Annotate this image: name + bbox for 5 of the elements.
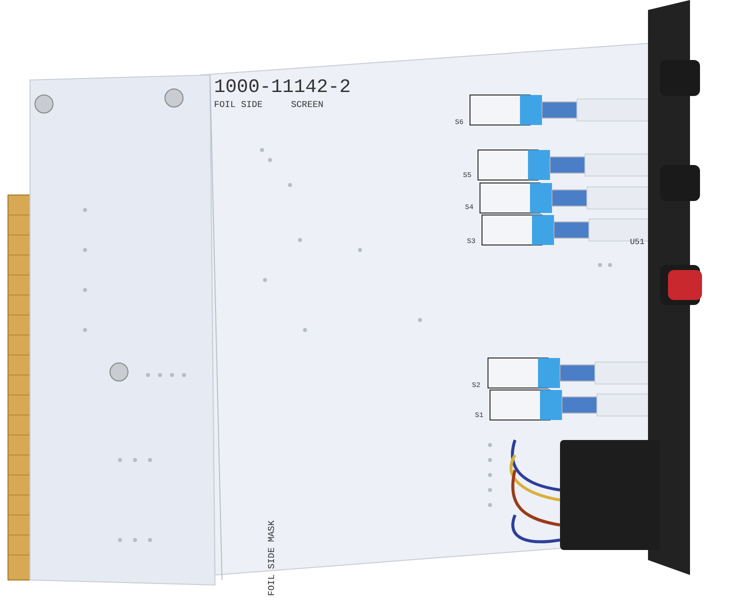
board-marking: SCREEN	[291, 101, 324, 110]
part-number: 1000-11142-2	[214, 78, 351, 97]
board-marking: FOIL SIDE	[214, 101, 263, 110]
component-designator: U51	[630, 239, 644, 247]
board-marking: FOIL SIDE MASK	[268, 520, 277, 596]
